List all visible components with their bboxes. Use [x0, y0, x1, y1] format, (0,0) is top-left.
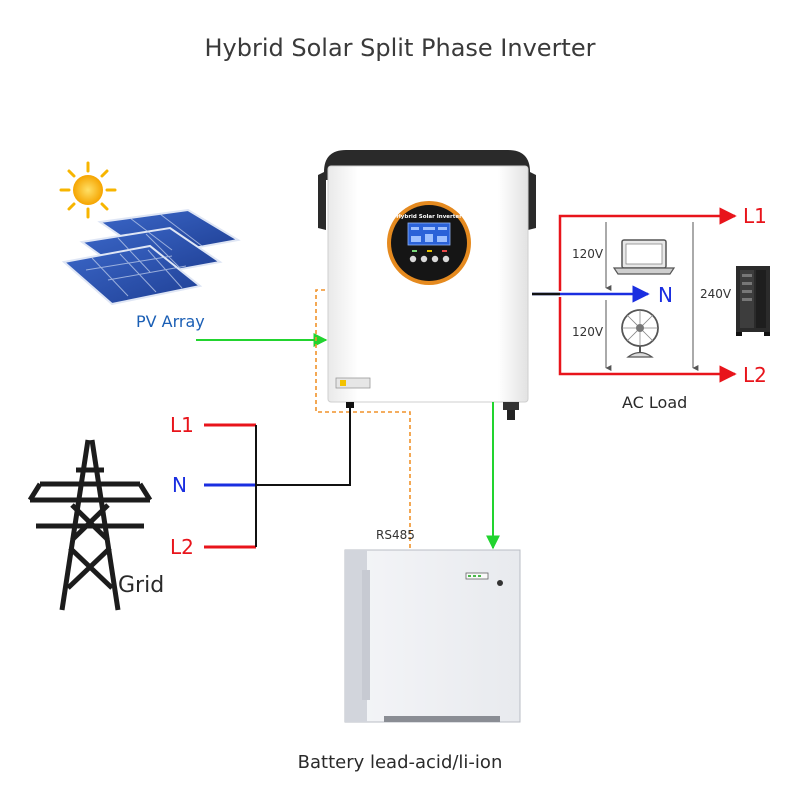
fan-icon: [621, 309, 659, 358]
grid-label: Grid: [118, 573, 164, 598]
voltage-120v-top-label: 120V: [572, 247, 604, 261]
voltage-120v-bottom-label: 120V: [572, 325, 604, 339]
laptop-icon: [612, 239, 676, 275]
ac-l2-line: [558, 297, 737, 383]
grid-l1-label: L1: [170, 413, 194, 437]
ac-l2-label: L2: [743, 363, 767, 387]
diagram-title: Hybrid Solar Split Phase Inverter: [204, 34, 596, 62]
inverter-brand-label: Hybrid Solar Inverter: [396, 214, 462, 220]
battery-unit: [344, 549, 521, 723]
pv-array-label: PV Array: [136, 312, 205, 331]
pv-array-icon: [61, 208, 241, 306]
ac-load-label: AC Load: [622, 393, 687, 412]
voltage-240v-label: 240V: [700, 287, 732, 301]
sun-icon: [59, 161, 117, 219]
grid-inverter-line: [256, 408, 351, 486]
inverter-unit: Hybrid Solar Inverter: [318, 150, 536, 420]
battery-label: Battery lead-acid/li-ion: [297, 752, 503, 773]
transmission-tower-icon: [27, 439, 153, 611]
ac-l1-line: [558, 207, 737, 291]
grid-l2-label: L2: [170, 535, 194, 559]
ac-n-label: N: [658, 283, 673, 307]
grid-n-label: N: [172, 473, 187, 497]
ac-l1-label: L1: [743, 204, 767, 228]
server-cabinet-icon: [736, 266, 770, 336]
rs485-label: RS485: [376, 528, 415, 542]
